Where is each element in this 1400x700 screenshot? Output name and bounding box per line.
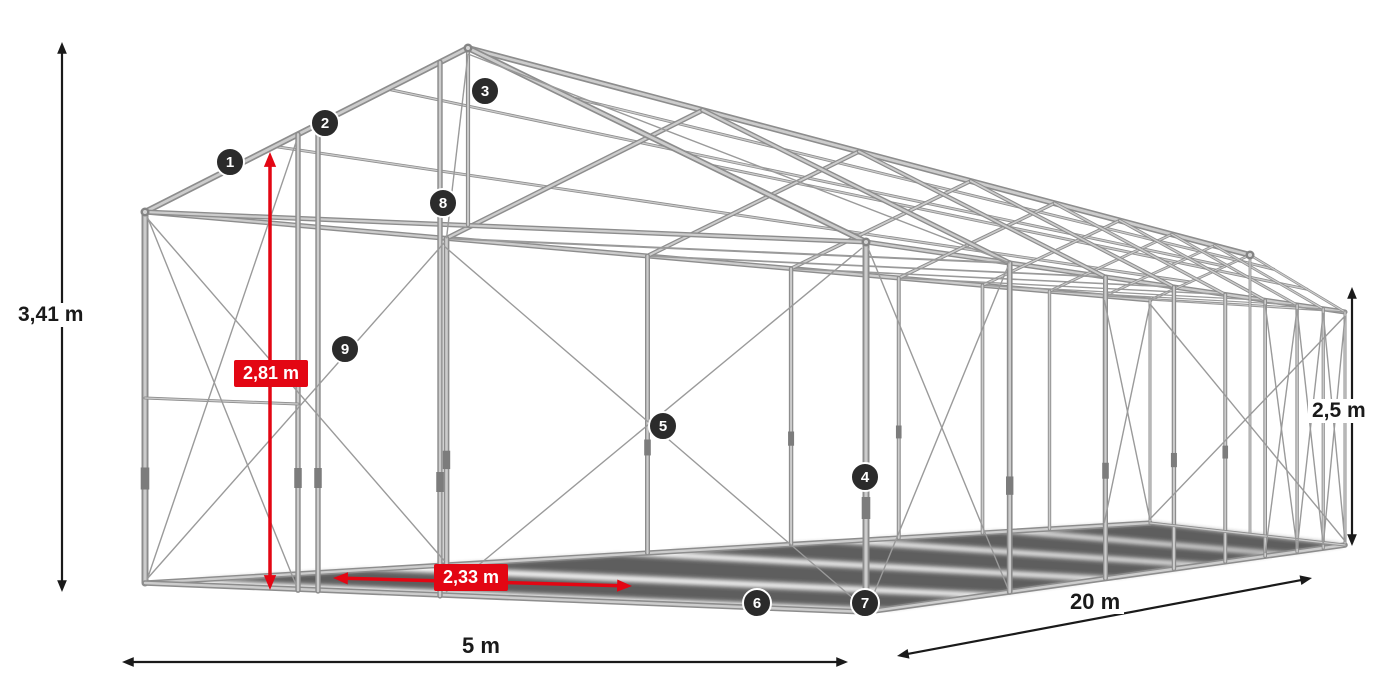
callout-badge-5: 5 (648, 411, 678, 441)
entry-width-label: 2,33 m (434, 564, 509, 591)
callout-badge-3: 3 (470, 76, 500, 106)
callout-badge-2: 2 (310, 108, 340, 138)
callout-badge-8: 8 (428, 188, 458, 218)
callout-badge-6: 6 (742, 588, 772, 618)
width-label: 5 m (458, 633, 504, 659)
side-height-label: 2,5 m (1308, 399, 1370, 424)
total-height-label: 3,41 m (14, 303, 88, 328)
callout-badge-7: 7 (850, 588, 880, 618)
callout-badge-4: 4 (850, 462, 880, 492)
callout-badge-1: 1 (215, 147, 245, 177)
length-label: 20 m (1066, 589, 1125, 615)
callout-badge-9: 9 (330, 334, 360, 364)
inner-height-label: 2,81 m (234, 360, 309, 387)
